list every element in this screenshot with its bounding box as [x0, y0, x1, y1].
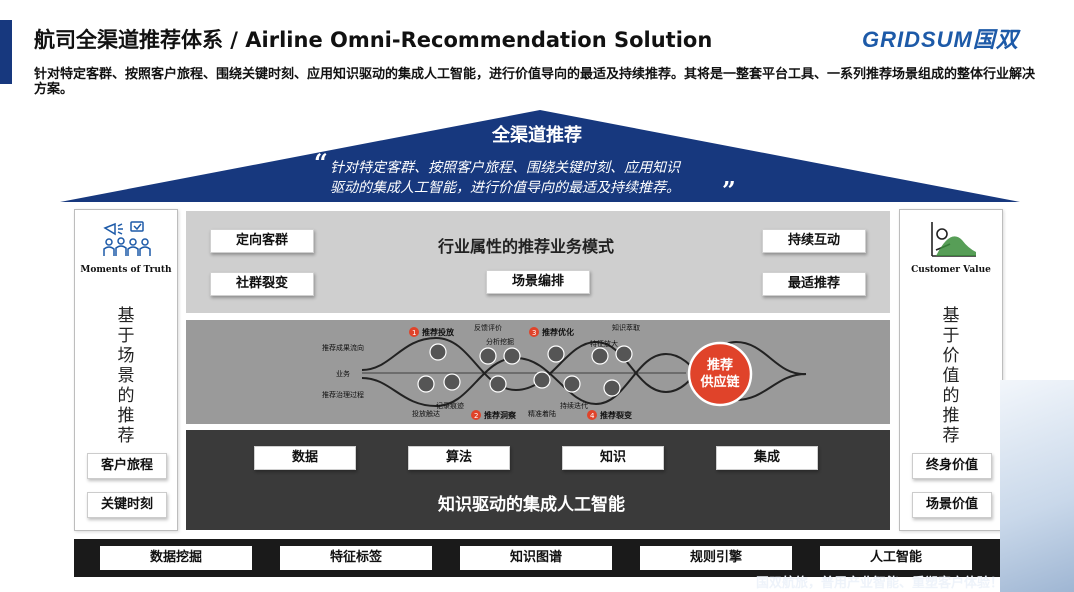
node-icon [615, 345, 633, 363]
lane-label-governance: 推荐治理过程 [322, 390, 364, 399]
lifetime-value-button[interactable]: 终身价值 [912, 453, 992, 479]
label-iteration: 持续迭代 [560, 401, 588, 410]
roof-quote: 针对特定客群、按照客户旅程、围绕关键时刻、应用知识 驱动的集成人工智能，进行价值… [330, 158, 750, 198]
node-icon [479, 347, 497, 365]
step-4-number: 4 [590, 412, 595, 420]
supply-chain-band: 推荐成果流向 业务 推荐治理过程 1 推荐投放 2 推荐洞察 3 推荐优化 4 … [186, 320, 890, 424]
social-fission-button[interactable]: 社群裂变 [210, 272, 314, 296]
rule-engine-button[interactable]: 规则引擎 [640, 546, 792, 570]
node-icon [503, 347, 521, 365]
left-pillar-scene-recommendation: Moments of Truth 基于场景的推荐 客户旅程 关键时刻 [74, 209, 178, 531]
customer-journey-button[interactable]: 客户旅程 [87, 453, 167, 479]
people-megaphone-icon [103, 221, 151, 256]
step-4-badge [587, 410, 597, 420]
value-curve-icon [931, 222, 976, 257]
integration-button[interactable]: 集成 [716, 446, 818, 470]
supply-chain-core-line-1: 推荐 [707, 357, 733, 373]
feature-tag-button[interactable]: 特征标签 [280, 546, 432, 570]
close-quote-icon: ” [722, 176, 736, 205]
supply-chain-flow: 推荐成果流向 业务 推荐治理过程 1 推荐投放 2 推荐洞察 3 推荐优化 4 … [322, 323, 807, 420]
node-icon [591, 347, 609, 365]
step-4-label: 推荐裂变 [600, 410, 632, 420]
open-quote-icon: “ [314, 148, 328, 177]
corner-decoration [1000, 380, 1074, 592]
node-icon [563, 375, 581, 393]
roof-quote-line-2: 驱动的集成人工智能，进行价值导向的最适及持续推荐。 [330, 180, 680, 196]
step-1-badge [409, 327, 419, 337]
lane-label-business: 业务 [336, 369, 350, 378]
label-delivery: 投放触达 [412, 409, 440, 418]
optimal-recommendation-button[interactable]: 最适推荐 [762, 272, 866, 296]
gridsum-logo: GRIDSUM国双 [862, 27, 1019, 52]
business-model-band: 行业属性的推荐业务模式 定向客群 社群裂变 场景编排 持续互动 最适推荐 [186, 211, 890, 313]
node-icon [429, 343, 447, 361]
ai-layer-title: 知识驱动的集成人工智能 [438, 495, 625, 515]
node-icon [417, 375, 435, 393]
label-feature-amplify: 特征放大 [590, 339, 618, 348]
step-1-label: 推荐投放 [422, 327, 455, 337]
step-2-badge [471, 410, 481, 420]
roof-triangle [60, 110, 1020, 202]
knowledge-button[interactable]: 知识 [562, 446, 664, 470]
node-icon [547, 345, 565, 363]
right-pillar-value-recommendation: Customer Value 基于价值的推荐 终身价值 场景价值 [899, 209, 1003, 531]
label-analysis: 分析挖掘 [486, 337, 514, 346]
knowledge-graph-button[interactable]: 知识图谱 [460, 546, 612, 570]
step-1-number: 1 [412, 329, 416, 337]
footer-slogan: 国双航旅，普用产业智能、重塑客户体验！ [756, 576, 1004, 591]
ai-layer-band: 数据 算法 知识 集成 知识驱动的集成人工智能 [186, 430, 890, 530]
page-subtitle: 针对特定客群、按照客户旅程、围绕关键时刻、应用知识驱动的集成人工智能，进行价值导… [34, 67, 1036, 97]
lane-label-outcome: 推荐成果流向 [322, 343, 364, 352]
scene-value-button[interactable]: 场景价值 [912, 492, 992, 518]
key-moments-button[interactable]: 关键时刻 [87, 492, 167, 518]
label-record-trace: 记录痕迹 [436, 401, 464, 410]
roof-quote-line-1: 针对特定客群、按照客户旅程、围绕关键时刻、应用知识 [330, 160, 680, 176]
step-3-label: 推荐优化 [542, 327, 574, 337]
artificial-intelligence-button[interactable]: 人工智能 [820, 546, 972, 570]
page-title: 航司全渠道推荐体系 / Airline Omni-Recommendation … [34, 28, 713, 52]
data-button[interactable]: 数据 [254, 446, 356, 470]
business-model-title: 行业属性的推荐业务模式 [438, 237, 615, 256]
step-2-label: 推荐洞察 [484, 410, 517, 420]
algorithm-button[interactable]: 算法 [408, 446, 510, 470]
data-mining-button[interactable]: 数据挖掘 [100, 546, 252, 570]
customer-value-caption: Customer Value [911, 265, 991, 275]
right-pillar-vertical-title: 基于价值的推荐 [942, 306, 960, 446]
step-3-badge [529, 327, 539, 337]
title-accent-bar [0, 20, 12, 84]
node-icon [489, 375, 507, 393]
targeted-segment-button[interactable]: 定向客群 [210, 229, 314, 253]
supply-chain-core-line-2: 供应链 [699, 374, 740, 390]
label-landing: 精准着陆 [528, 409, 556, 418]
step-3-number: 3 [532, 329, 536, 337]
step-2-number: 2 [474, 412, 478, 420]
moments-of-truth-caption: Moments of Truth [80, 265, 172, 275]
foundation-bar: 数据挖掘 特征标签 知识图谱 规则引擎 人工智能 [74, 539, 1002, 577]
label-feedback: 反馈评价 [474, 323, 502, 332]
node-icon [533, 371, 551, 389]
scene-orchestration-button[interactable]: 场景编排 [486, 270, 590, 294]
label-knowledge-extraction: 知识萃取 [612, 323, 640, 332]
node-icon [603, 379, 621, 397]
node-icon [443, 373, 461, 391]
left-pillar-vertical-title: 基于场景的推荐 [117, 306, 135, 446]
continuous-interaction-button[interactable]: 持续互动 [762, 229, 866, 253]
supply-chain-core-circle [687, 341, 753, 407]
roof-title: 全渠道推荐 [492, 125, 582, 146]
